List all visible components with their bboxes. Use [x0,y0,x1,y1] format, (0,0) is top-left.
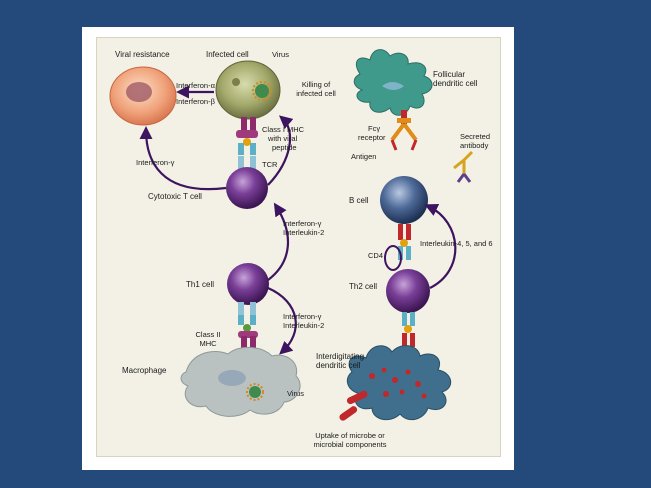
label-ifn-il2-lower-1: Interferon-γ [283,312,322,321]
label-class1-2: with viral [268,134,298,143]
label-fc-1: Fcγ [368,124,381,133]
label-cd4: CD4 [368,251,384,260]
label-follicular-2: dendritic cell [433,79,478,88]
label-secreted-1: Secreted [460,132,491,141]
label-interleukin-456: Interleukin-4, 5, and 6 [420,239,493,248]
microbes [339,390,368,421]
cytotoxic-t-cell [226,167,268,209]
macrophage [180,347,301,417]
label-uptake-1: Uptake of microbe or [315,431,385,440]
label-interdigitating-1: Interdigitating [316,352,365,361]
signal-arrows [139,85,457,355]
resistant-cell [109,66,177,126]
label-interferon-beta: Interferon-β [176,97,215,106]
label-class1-3: peptide [272,143,297,152]
mhc-class-1-complex [236,117,258,170]
label-macrophage: Macrophage [122,366,167,375]
label-interdigitating-2: dendritic cell [316,361,361,370]
label-uptake-2: microbial components [313,440,387,449]
cd4-complex [384,224,411,271]
infected-cell [215,60,281,120]
label-killing-2: infected cell [296,89,336,98]
label-class2-2: MHC [199,339,217,348]
b-cell [380,176,428,224]
arrow-killing [267,115,294,186]
fc-receptor-antibody [390,110,418,151]
label-fc-2: receptor [358,133,386,142]
label-interferon-gamma-left: Interferon-γ [136,158,175,167]
arrow-th2-to-bcell [424,203,457,289]
arrow-th1-to-macrophage [267,286,297,355]
label-virus-bottom: Virus [287,389,304,398]
label-ifn-il2-lower-2: Interleukin-2 [283,321,325,330]
arrow-th1-to-ctl [267,202,289,281]
label-interferon-alpha: Interferon-α [176,81,215,90]
secreted-antibody [453,150,474,183]
label-th1-cell: Th1 cell [186,280,215,289]
label-th2-cell: Th2 cell [349,282,378,291]
th2-mhc-complex [402,312,415,347]
label-ifn-il2-upper-2: Interleukin-2 [283,228,325,237]
follicular-dendritic-cell [353,49,433,116]
label-follicular-1: Follicular [433,70,466,79]
arrow-ifn-gamma-left [139,126,227,191]
label-ifn-il2-upper-1: Interferon-γ [283,219,322,228]
label-virus-top: Virus [272,50,289,59]
label-cytotoxic-t-cell: Cytotoxic T cell [148,192,202,201]
label-secreted-2: antibody [460,141,489,150]
label-antigen: Antigen [351,152,377,161]
label-viral-resistance: Viral resistance [115,50,170,59]
label-class2-1: Class II [195,330,221,339]
mhc-class-2-complex [238,302,258,350]
label-class1-1: Class I MHC [262,125,305,134]
label-killing-1: Killing of [301,80,331,89]
label-tcr: TCR [262,160,278,169]
label-infected-cell: Infected cell [206,50,249,59]
label-b-cell: B cell [349,196,369,205]
interdigitating-dendritic-cell [346,345,452,421]
th2-cell [386,269,430,313]
th1-cell [227,263,269,305]
